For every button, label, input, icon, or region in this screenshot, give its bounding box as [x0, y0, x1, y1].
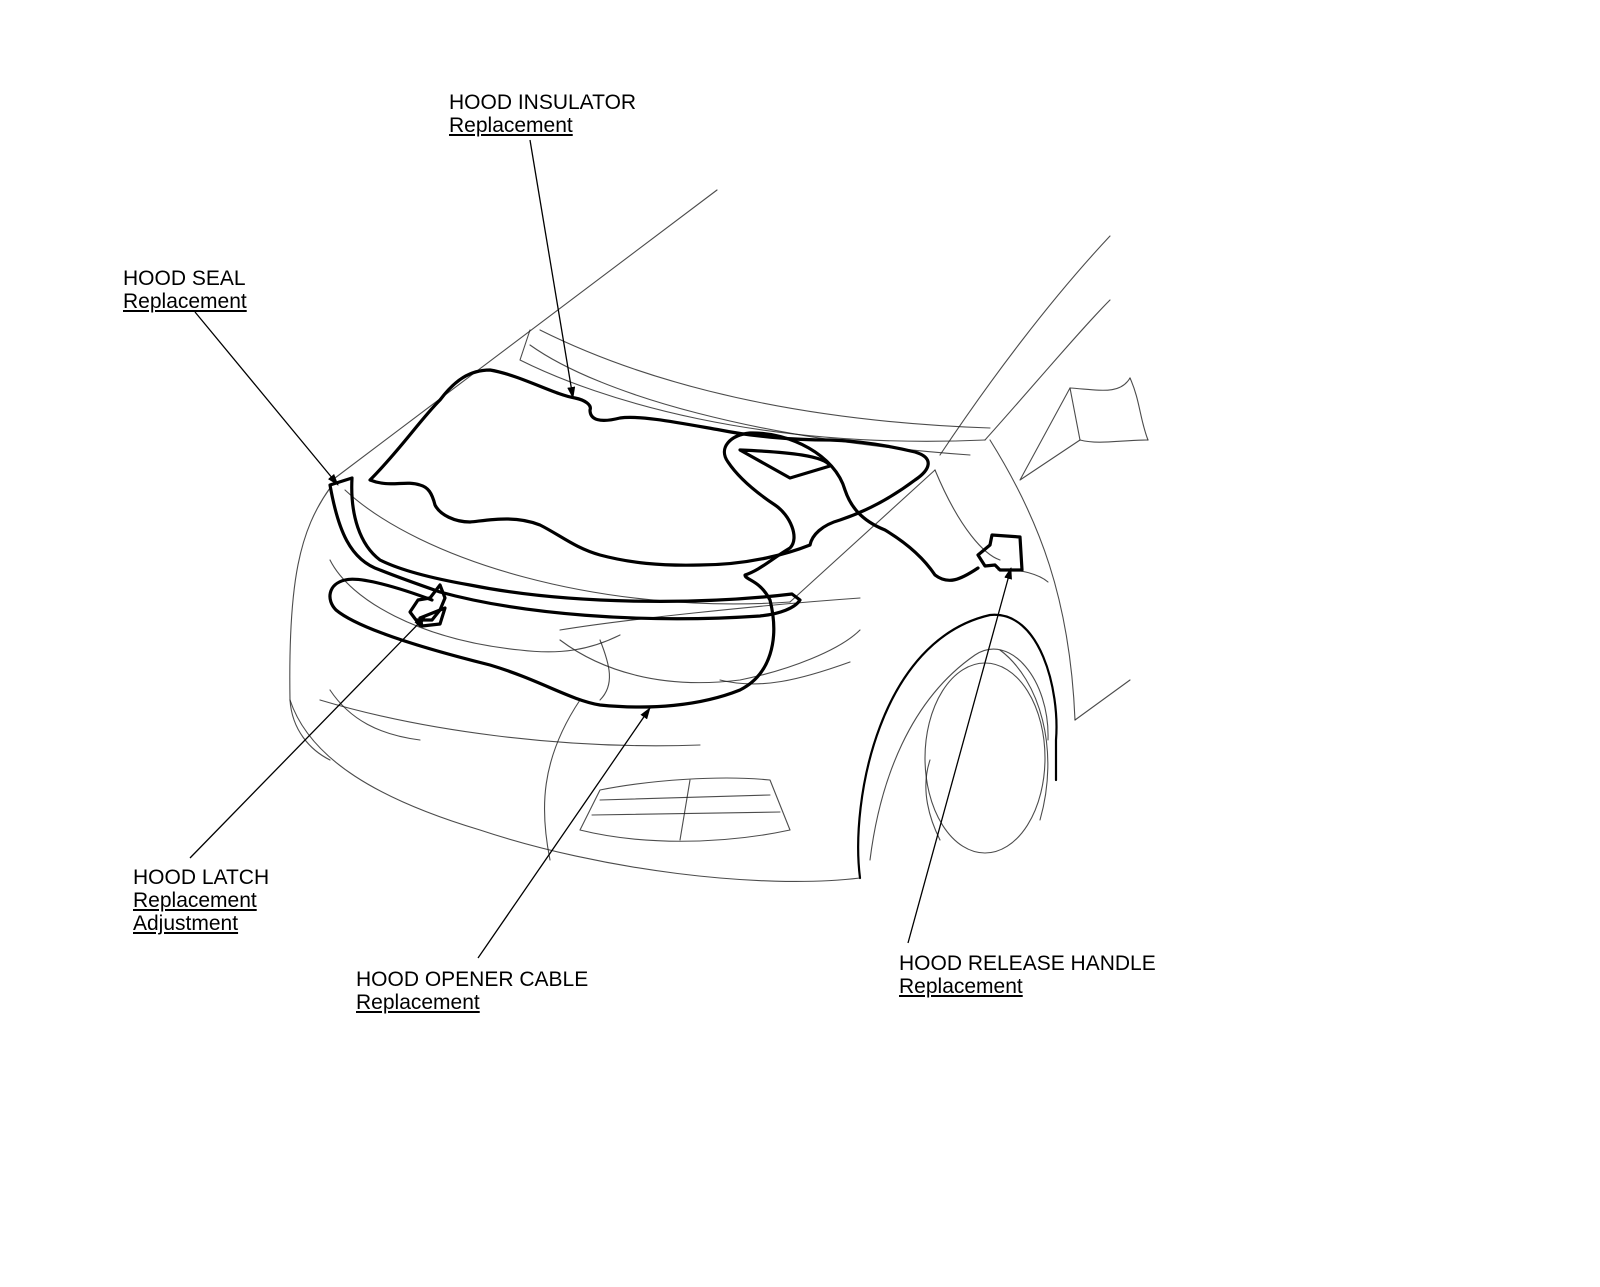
callout-hood-opener-cable: HOOD OPENER CABLE Replacement [356, 968, 588, 1014]
leader-hood-opener-cable [477, 707, 651, 959]
hood-release-handle-title: HOOD RELEASE HANDLE [899, 952, 1156, 975]
callout-hood-latch: HOOD LATCH Replacement Adjustment [133, 866, 269, 935]
hood-opener-cable-shape [328, 431, 980, 709]
callout-hood-insulator: HOOD INSULATOR Replacement [449, 91, 636, 137]
hood-seal-replacement-link[interactable]: Replacement [123, 290, 247, 313]
hood-opener-cable-replacement-link[interactable]: Replacement [356, 991, 480, 1014]
hood-latch-title: HOOD LATCH [133, 866, 270, 889]
hood-release-handle-shape [976, 533, 1024, 572]
hood-release-handle-replacement-link[interactable]: Replacement [899, 975, 1023, 998]
hood-opener-cable-title: HOOD OPENER CABLE [356, 968, 589, 991]
hood-insulator-replacement-link[interactable]: Replacement [449, 114, 573, 137]
leader-hood-insulator [529, 139, 576, 399]
callout-hood-release-handle: HOOD RELEASE HANDLE Replacement [899, 952, 1156, 998]
leader-hood-latch [189, 616, 426, 859]
leader-hood-release-handle [907, 567, 1012, 944]
hood-latch-adjustment-link[interactable]: Adjustment [133, 912, 239, 935]
leader-hood-seal [194, 311, 339, 486]
car-body-outline [289, 189, 1149, 883]
leader-lines [189, 139, 1012, 959]
callout-hood-seal: HOOD SEAL Replacement [123, 267, 247, 313]
hood-seal-shape [328, 476, 802, 621]
hood-insulator-title: HOOD INSULATOR [449, 91, 637, 114]
hood-latch-replacement-link[interactable]: Replacement [133, 889, 257, 912]
hood-seal-title: HOOD SEAL [123, 267, 246, 290]
